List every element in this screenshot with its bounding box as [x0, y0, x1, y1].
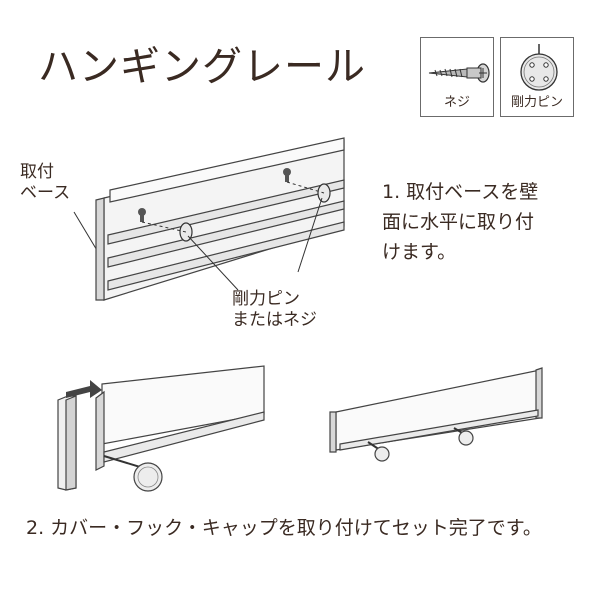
- pin-icon: [520, 44, 558, 91]
- step-1-text: 1. 取付ベースを壁 面に水平に取り付 けます。: [382, 181, 539, 263]
- screw-icon: [428, 63, 490, 83]
- assembly-left: [57, 365, 265, 492]
- keyhole-slots: [138, 168, 291, 222]
- insert-arrow: [66, 380, 102, 398]
- parts-box-screw: ネジ: [420, 37, 494, 117]
- label-pin-or-screw: 剛力ピン またはネジ: [232, 289, 317, 330]
- assembly-right: [329, 367, 543, 462]
- base-top-lip: [109, 137, 345, 203]
- pin-leader-line-1: [187, 235, 239, 291]
- parts-box-pin: 剛力ピン: [500, 37, 574, 117]
- label-mounting-base: 取付 ベース: [20, 162, 71, 203]
- step-2-text: 2. カバー・フック・キャップを取り付けてセット完了です。: [26, 517, 542, 539]
- screw-label: ネジ: [443, 95, 470, 110]
- pin-leader-line-2: [297, 197, 323, 273]
- page-title: ハンギングレール: [38, 44, 366, 90]
- pin-label: 剛力ピン: [510, 95, 563, 110]
